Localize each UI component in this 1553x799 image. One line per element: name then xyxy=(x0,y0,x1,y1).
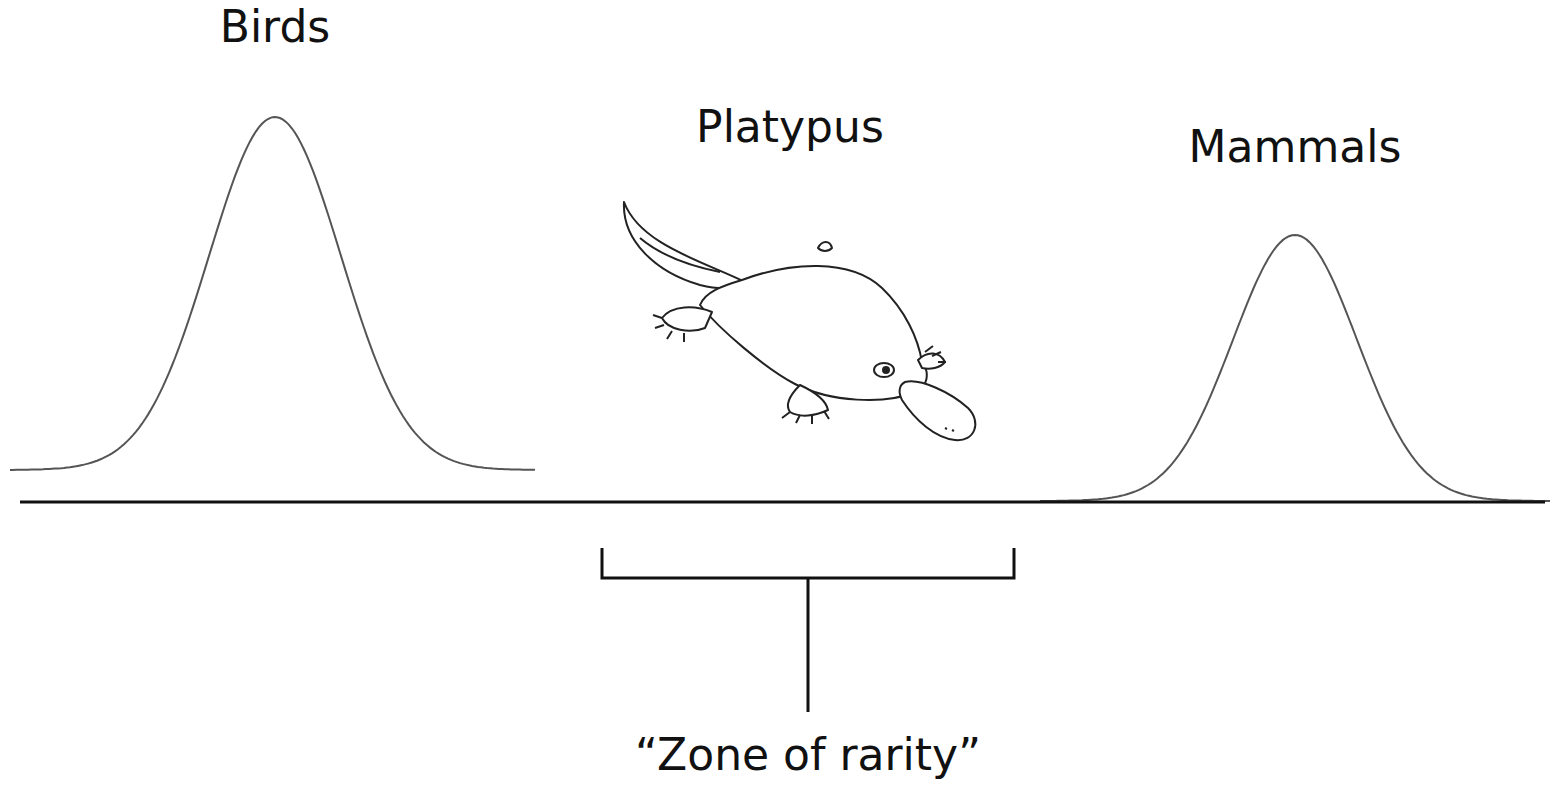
platypus-tail-mark xyxy=(640,238,720,272)
bracket xyxy=(602,548,1014,712)
group-label: Mammals xyxy=(1189,122,1402,173)
bell-curve xyxy=(10,117,535,470)
platypus-detail xyxy=(818,242,832,251)
group-label: Birds xyxy=(220,2,331,53)
axis-line xyxy=(20,501,1545,504)
platypus-claws xyxy=(782,411,829,424)
platypus-claws xyxy=(925,346,946,362)
range-label: “Zone of rarity” xyxy=(635,730,981,781)
platypus-tail xyxy=(624,202,745,288)
platypus-pupil xyxy=(883,367,889,373)
platypus-illustration xyxy=(624,202,975,440)
platypus-nostrils xyxy=(945,428,954,431)
platypus-back-foot xyxy=(662,307,712,330)
platypus-body xyxy=(700,266,927,400)
platypus-hind-foot xyxy=(788,385,828,416)
platypus-eye xyxy=(874,363,894,377)
item-label: Platypus xyxy=(696,102,884,153)
bell-curve xyxy=(1040,235,1550,501)
platypus-bill xyxy=(900,381,976,440)
platypus-claws xyxy=(653,315,684,342)
